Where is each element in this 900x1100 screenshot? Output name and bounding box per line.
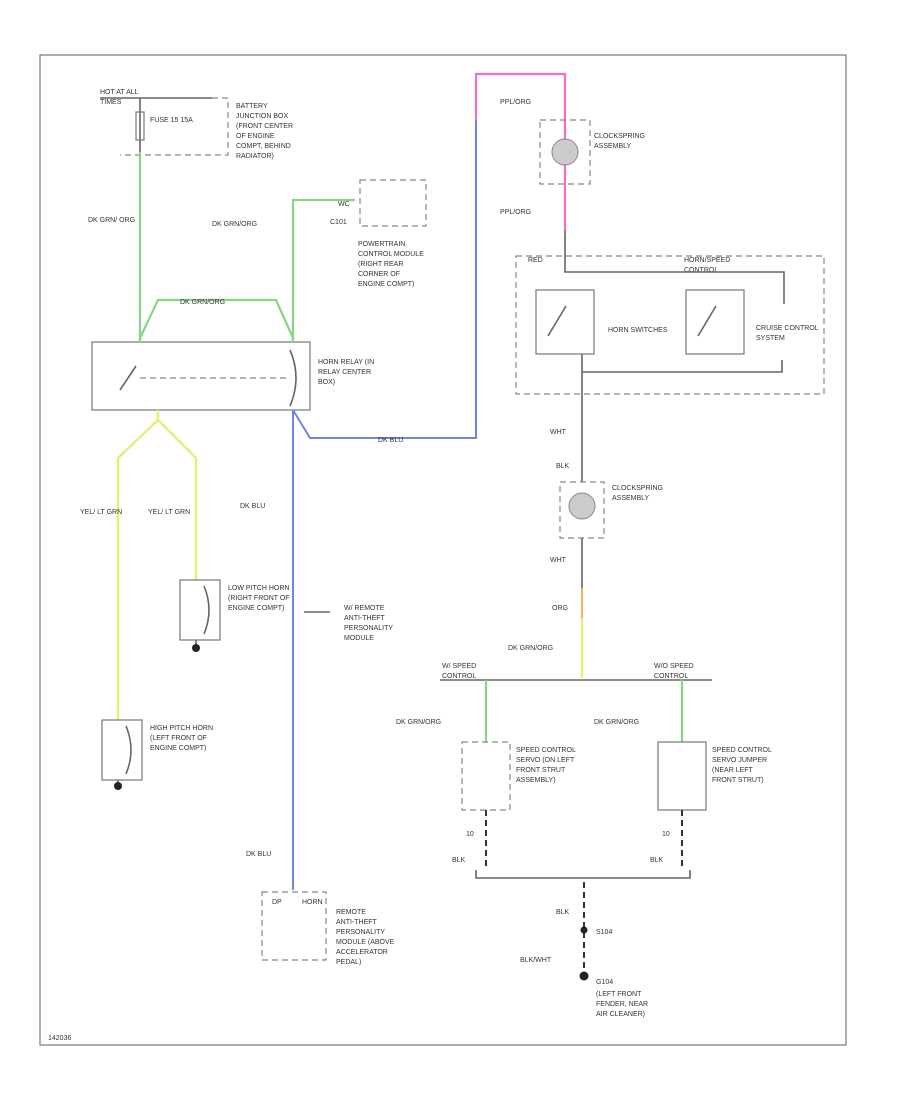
- wire-label-blk-servo-r: BLK: [650, 857, 664, 864]
- wire-label-blk-ground: BLK: [556, 909, 570, 916]
- wire-label-dk-grn-org-main: DK GRN/ORG: [508, 645, 553, 652]
- horn-switch-bus: [564, 268, 785, 304]
- wire-relay-to-low-horn: [157, 419, 198, 580]
- splice-label: S104: [596, 929, 612, 936]
- wire-label-dk-grn-org-servo-r: DK GRN/ORG: [594, 719, 639, 726]
- diagram-frame: [39, 54, 847, 1046]
- ground-icon: [579, 971, 589, 981]
- wire-relay-to-high-horn: [116, 410, 160, 720]
- wire-label-yel-lt-grn-1: YEL/ LT GRN: [80, 509, 122, 516]
- wire-label-dk-blu-3: DK BLU: [246, 851, 271, 858]
- servo-left-pin: 10: [466, 831, 474, 838]
- low-horn-ground-icon: [192, 644, 200, 652]
- wire-label-dk-grn-org-1: DK GRN/ ORG: [88, 217, 135, 224]
- fuse-label: FUSE 15 15A: [150, 117, 193, 124]
- horn-switch-icon: [547, 305, 567, 337]
- cruise-switch-box: [685, 289, 745, 355]
- wire-label-ppl-org-1: PPL/ORG: [500, 99, 531, 106]
- wire-label-red: RED: [528, 257, 543, 264]
- wire-label-blk-wht: BLK/WHT: [520, 957, 552, 964]
- horn-speed-control-outline: [515, 255, 825, 395]
- battery-junction-box-outline: [120, 97, 229, 156]
- rap-outline: [261, 891, 327, 961]
- low-horn-box: [179, 579, 221, 641]
- relay-coil-icon: [289, 349, 297, 407]
- high-horn-box: [101, 719, 143, 781]
- wire-label-dk-blu-1: DK BLU: [240, 503, 265, 510]
- wire-label-dk-grn-org-pcm: DK GRN/ORG: [212, 221, 257, 228]
- wire-label-dk-blu-2: DK BLU: [378, 437, 403, 444]
- rap-pin-left: DP: [272, 899, 282, 906]
- fuse-icon: [135, 111, 145, 141]
- low-horn-icon: [203, 585, 210, 635]
- wire-label-org: ORG: [552, 605, 568, 612]
- ground-point-label: G104: [596, 979, 613, 986]
- high-horn-ground-icon: [114, 782, 122, 790]
- wire-label-dk-grn-org-servo-l: DK GRN/ORG: [396, 719, 441, 726]
- relay-switch-contact: [119, 365, 137, 391]
- horn-switch-label: HORN SWITCHES: [608, 327, 668, 334]
- servo-right-outline: [657, 741, 707, 811]
- cruise-label-bg: [752, 318, 810, 362]
- wire-label-ppl-org-2: PPL/ORG: [500, 209, 531, 216]
- wire-label-yel-lt-grn-2: YEL/ LT GRN: [148, 509, 190, 516]
- diagram-code: 142036: [48, 1035, 71, 1042]
- cruise-switch-icon: [697, 305, 717, 337]
- pcm-outline: [359, 179, 427, 227]
- switch-return-bus: [581, 354, 783, 373]
- servo-left-outline: [461, 741, 511, 811]
- pcm-connector: C101: [330, 219, 347, 226]
- wire-label-wht-1: WHT: [550, 429, 567, 436]
- wire-pcm-to-relay: [291, 198, 355, 342]
- wire-label-wht-2: WHT: [550, 557, 567, 564]
- wire-label-blk-servo-l: BLK: [452, 857, 466, 864]
- wire-label-dk-grn-org-top: DK GRN/ORG: [180, 299, 225, 306]
- horn-switch-box: [535, 289, 595, 355]
- clockspring-top-icon: [551, 138, 579, 166]
- wire-label-blk-1: BLK: [556, 463, 570, 470]
- servo-right-pin: 10: [662, 831, 670, 838]
- horn-relay-box: [91, 341, 311, 411]
- clockspring-bottom-icon: [568, 492, 596, 520]
- high-horn-icon: [125, 725, 132, 775]
- splice-icon: [580, 926, 588, 934]
- wire-relay-to-clockspring: [292, 120, 477, 439]
- pcm-pin: WC: [338, 201, 350, 208]
- wire-relay-bridge: [139, 298, 295, 339]
- ground-bus: [475, 870, 691, 879]
- rap-pin-right: HORN: [302, 899, 323, 906]
- clockspring-top-outline: [539, 119, 591, 185]
